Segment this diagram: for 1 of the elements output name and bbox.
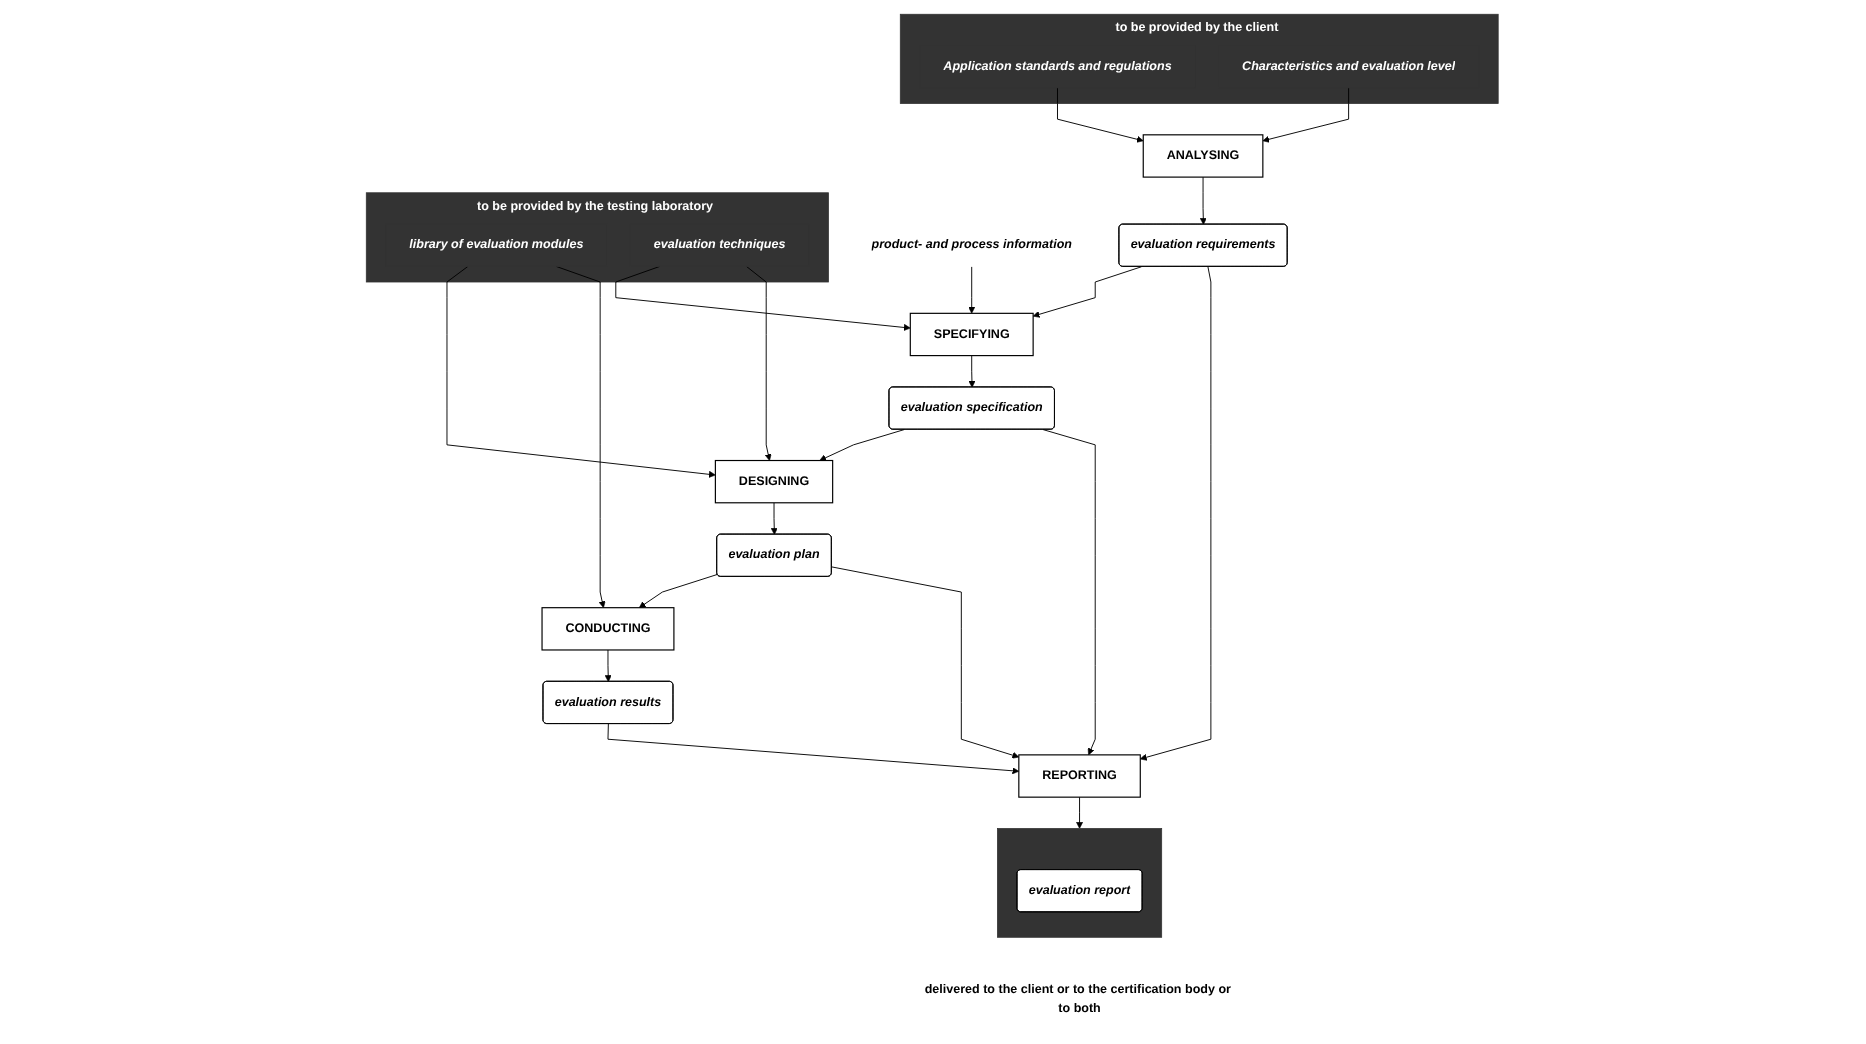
cluster (997, 828, 1163, 938)
